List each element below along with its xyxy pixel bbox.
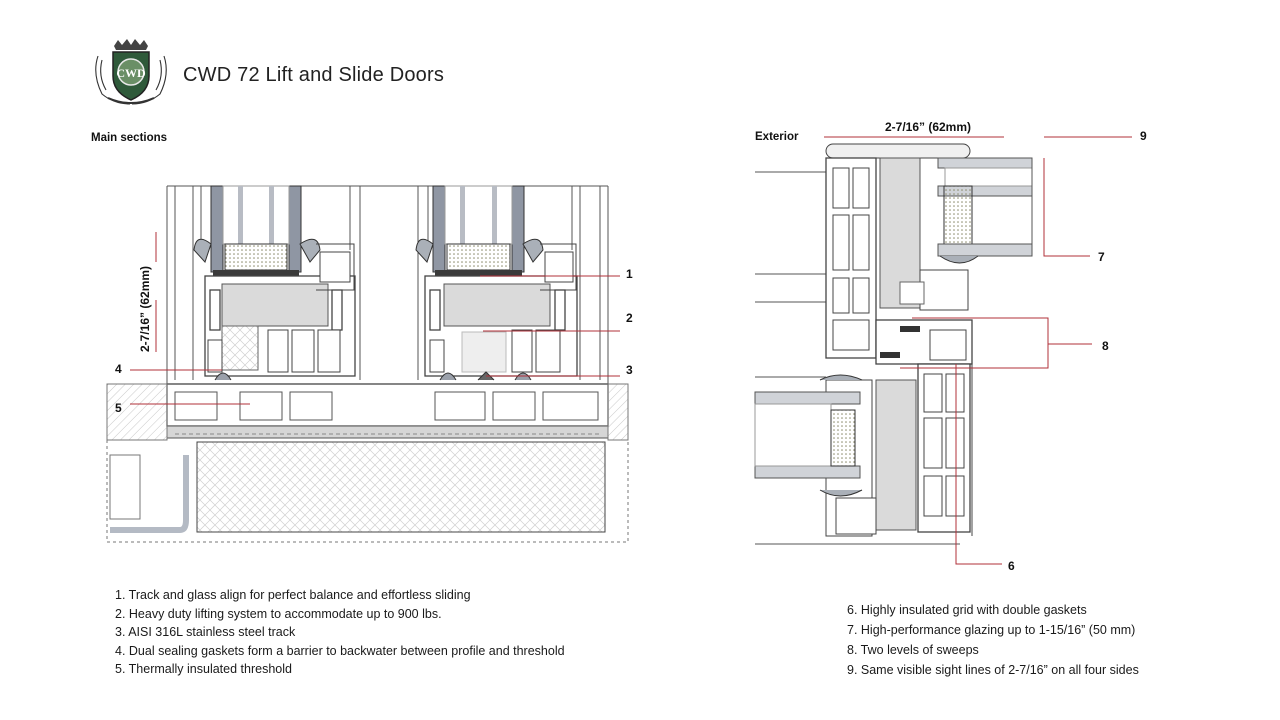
- callout-6: 6: [1008, 559, 1015, 573]
- note-item: 9. Same visible sight lines of 2-7/16” o…: [847, 663, 1139, 677]
- note-item: 2. Heavy duty lifting system to accommod…: [115, 606, 442, 621]
- main-section-drawing: [106, 185, 629, 543]
- callout-2: 2: [626, 311, 633, 325]
- exterior-label: Exterior: [755, 131, 799, 143]
- note-item: 1. Track and glass align for perfect bal…: [115, 588, 471, 602]
- logo-text: CWD: [116, 66, 146, 80]
- callout-8: 8: [1102, 339, 1109, 353]
- main-sections-label: Main sections: [91, 132, 168, 144]
- callout-3: 3: [626, 363, 633, 377]
- right-dimension-text: 2-7/16” (62mm): [885, 120, 971, 134]
- notes-right-list: 6. Highly insulated grid with double gas…: [847, 600, 1139, 680]
- note-item: 6. Highly insulated grid with double gas…: [847, 603, 1087, 617]
- note-item: 4. Dual sealing gaskets form a barrier t…: [115, 643, 565, 658]
- left-dimension-text: 2-7/16” (62mm): [138, 266, 152, 352]
- callout-9: 9: [1140, 129, 1147, 143]
- note-item: 3. AISI 316L stainless steel track: [115, 625, 296, 640]
- callout-4: 4: [115, 362, 122, 376]
- note-item: 8. Two levels of sweeps: [847, 643, 979, 657]
- callout-7: 7: [1098, 250, 1105, 264]
- note-item: 7. High-performance glazing up to 1-15/1…: [847, 623, 1136, 637]
- left-leaders: [130, 275, 620, 405]
- page-title: CWD 72 Lift and Slide Doors: [183, 64, 445, 86]
- exterior-section-drawing: [754, 143, 1033, 545]
- notes-left-list: 1. Track and glass align for perfect bal…: [115, 586, 565, 679]
- callout-1: 1: [626, 267, 633, 281]
- cwd-logo: CWD: [95, 39, 167, 105]
- callout-5: 5: [115, 401, 122, 415]
- note-item: 5. Thermally insulated threshold: [115, 662, 292, 677]
- right-leaders: [900, 136, 1132, 565]
